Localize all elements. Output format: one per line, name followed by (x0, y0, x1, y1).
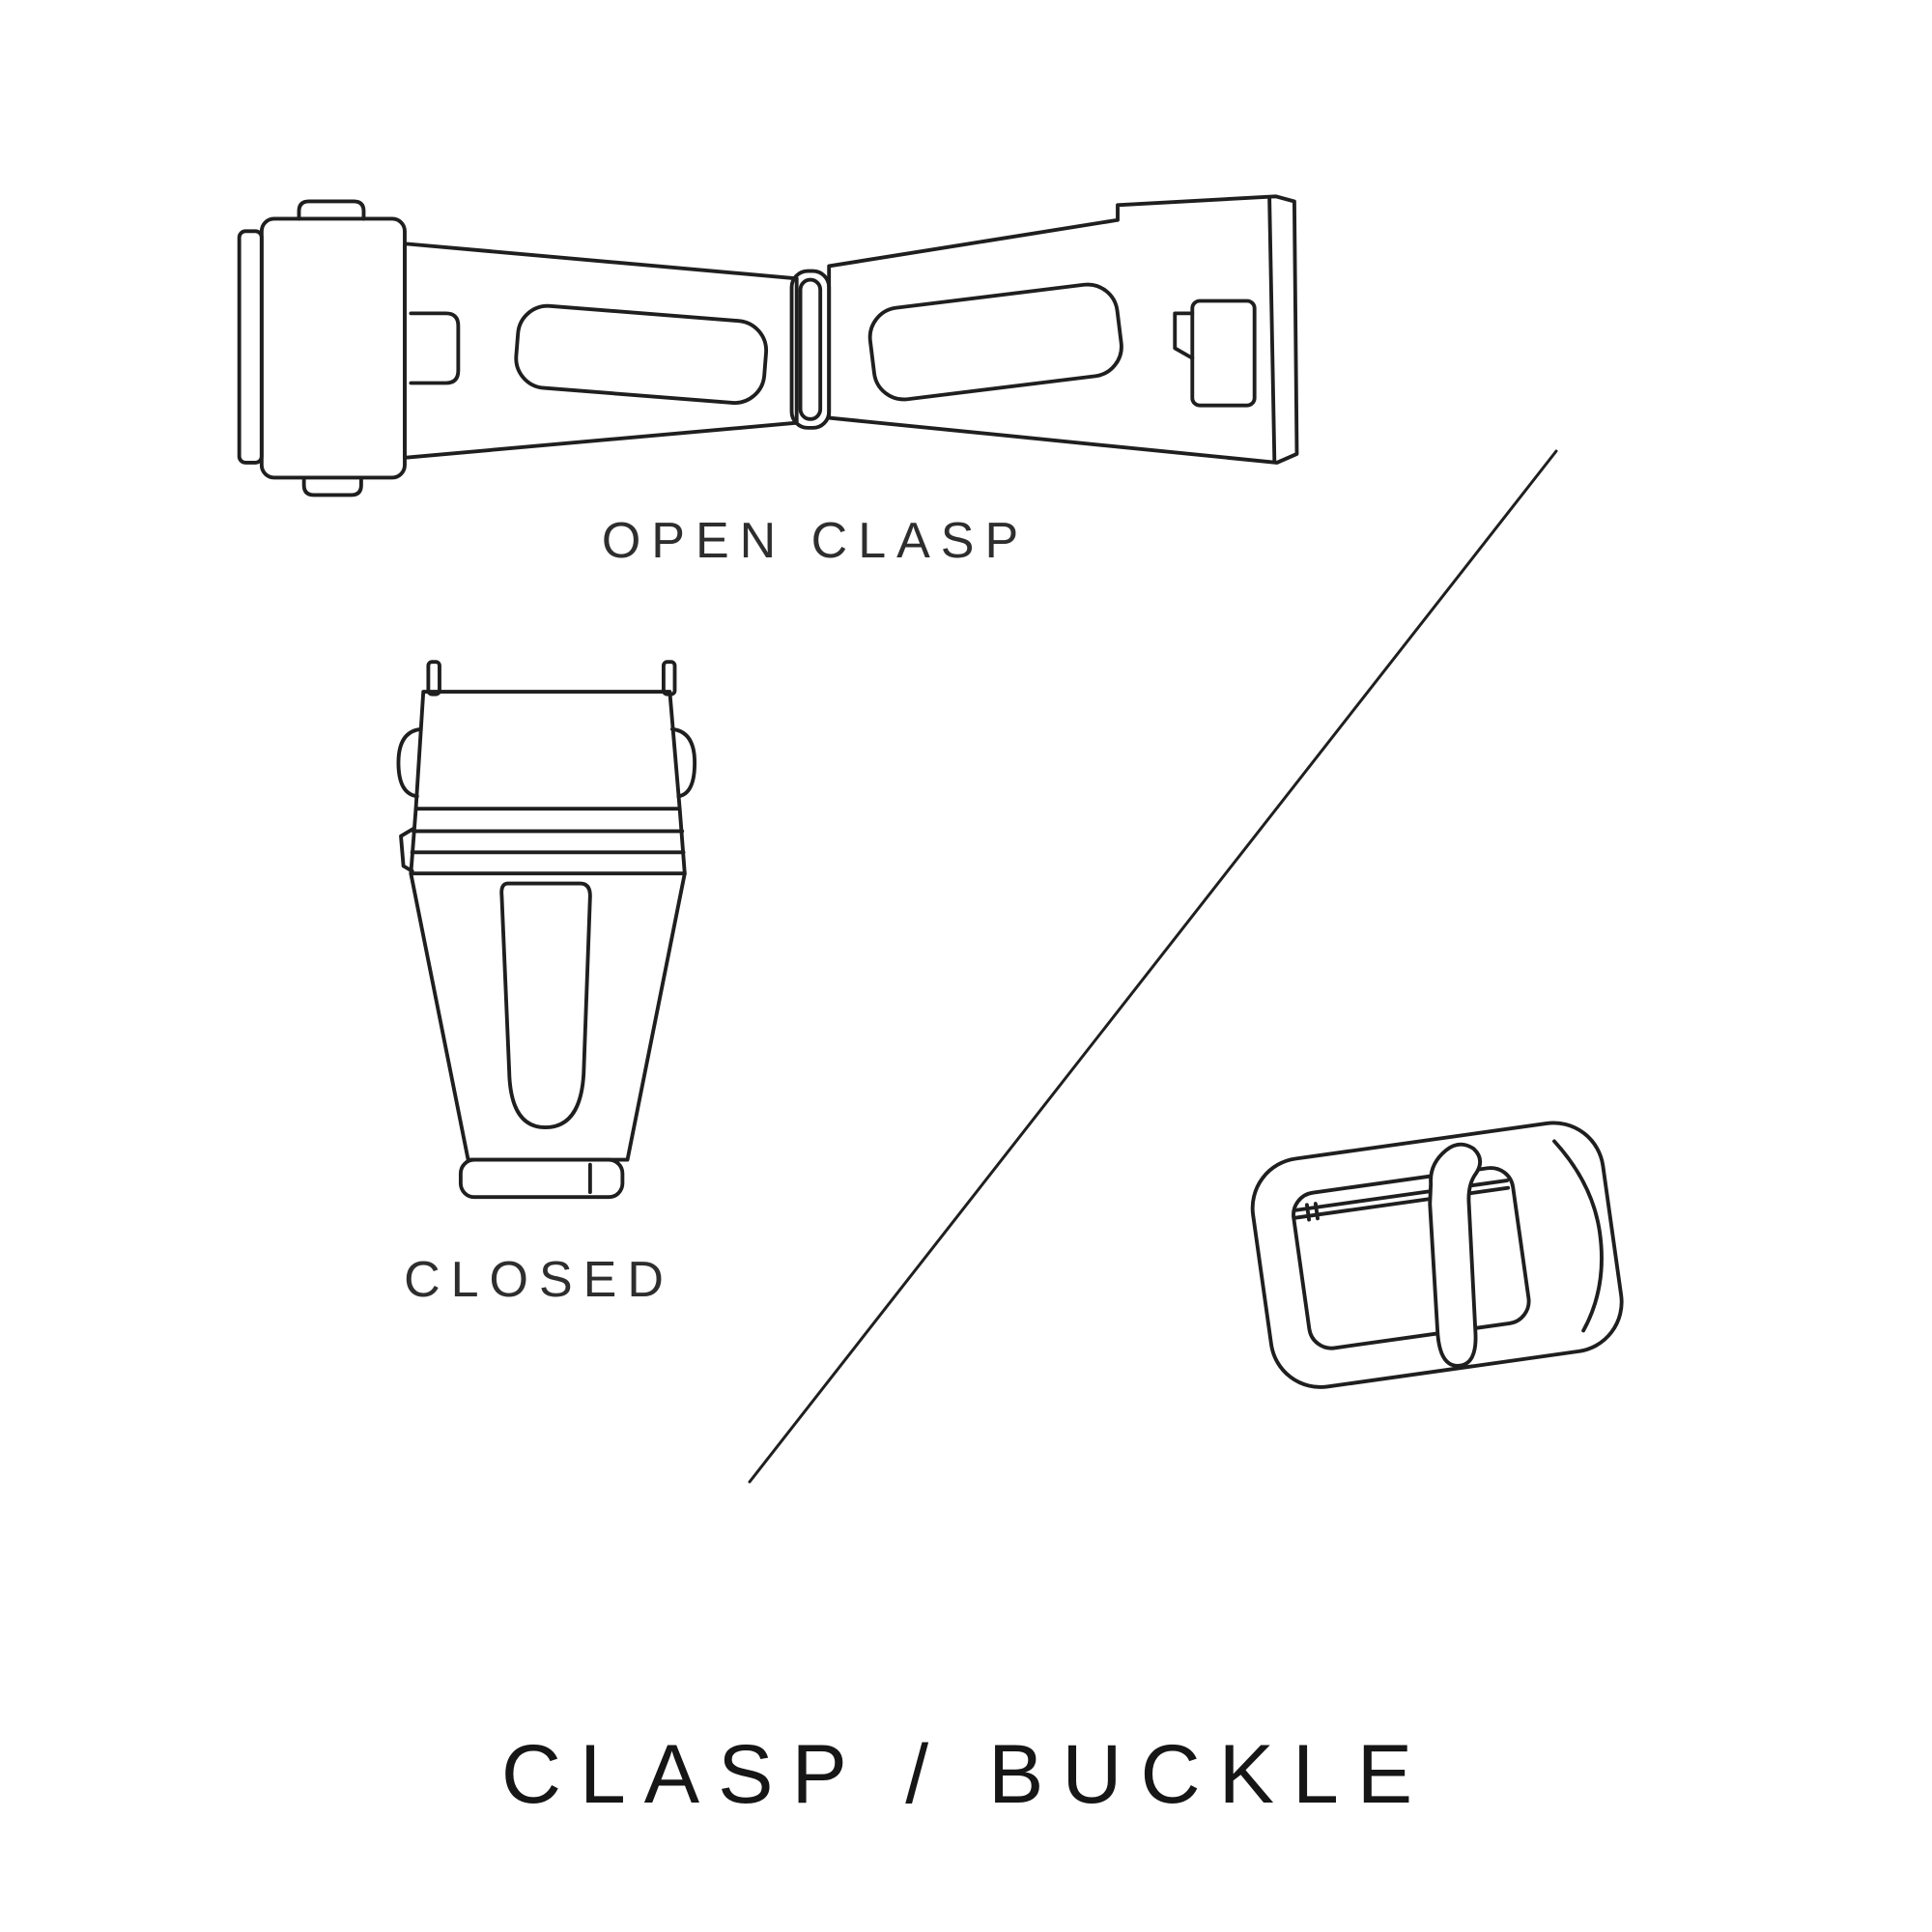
tang-buckle-illustration (1238, 1083, 1649, 1432)
page-title: CLASP / BUCKLE (500, 1728, 1432, 1821)
open-clasp-illustration (224, 186, 1307, 497)
closed-clasp-illustration (384, 657, 707, 1205)
closed-clasp-caption: CLOSED (404, 1252, 674, 1308)
open-clasp-caption: OPEN CLASP (601, 513, 1030, 569)
